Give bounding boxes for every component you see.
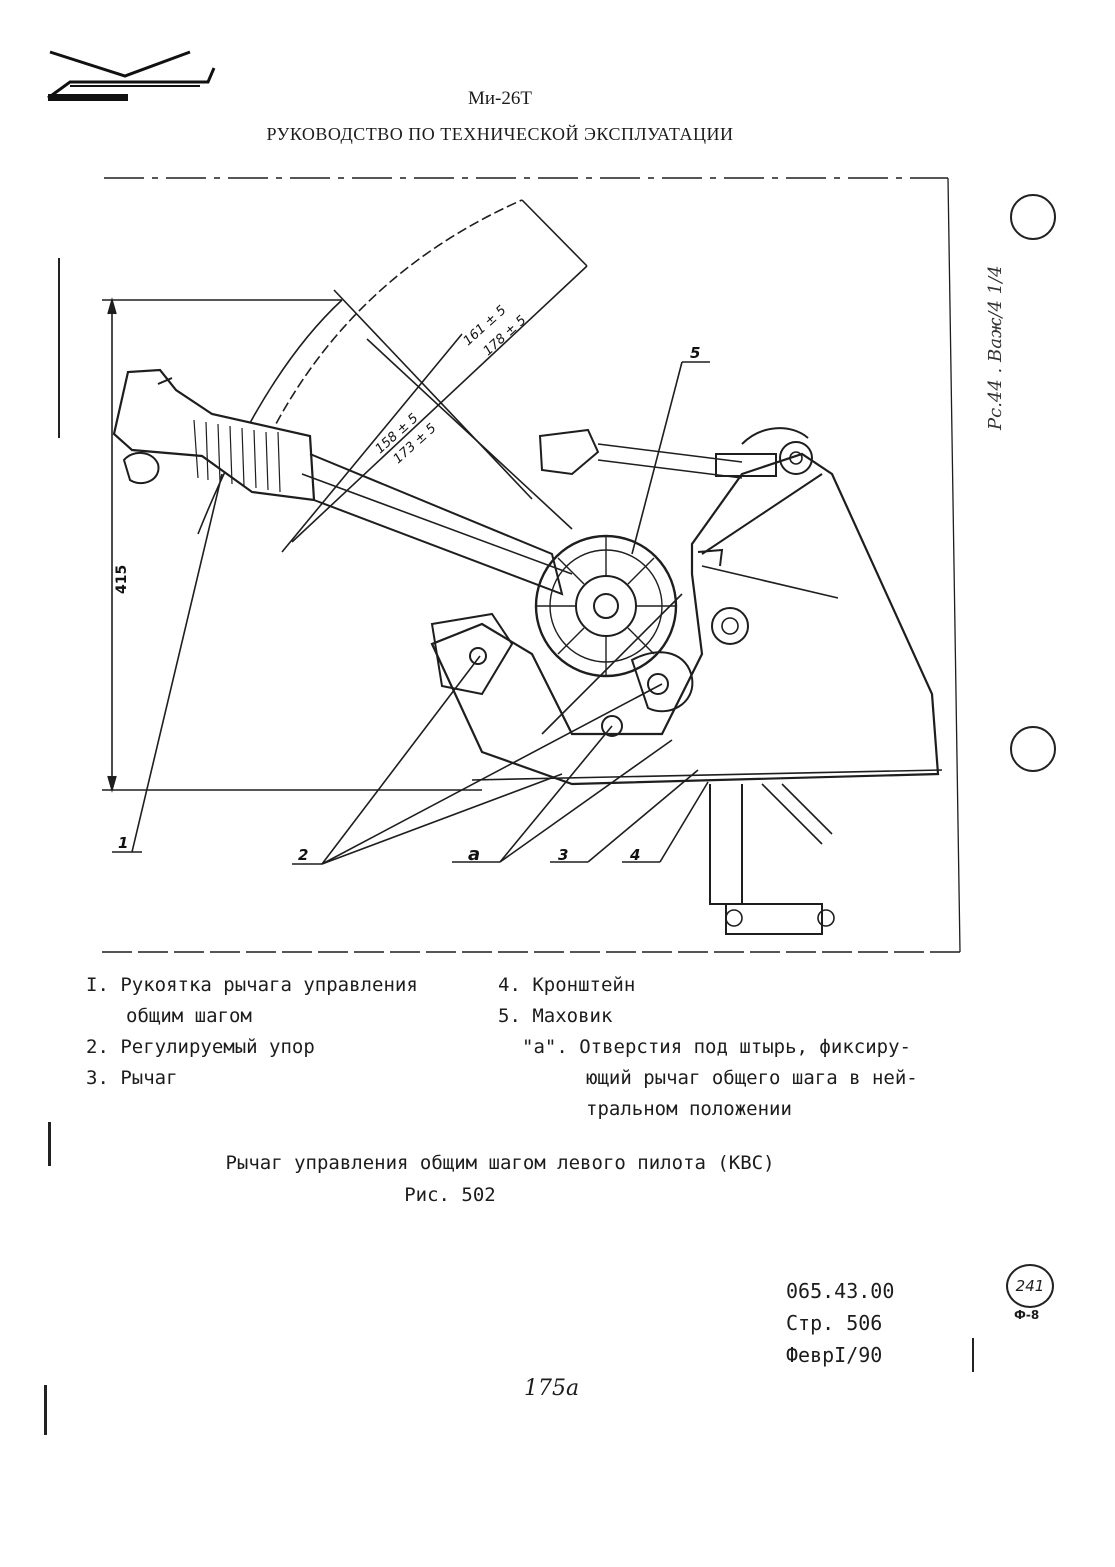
- figure-title: Рычаг управления общим шагом левого пило…: [225, 1152, 775, 1174]
- legend-item-1: I. Рукоятка рычага управления: [86, 974, 418, 996]
- margin-mark: [48, 1122, 51, 1166]
- aircraft-model: Ми-26Т: [468, 88, 532, 109]
- legend-item-5: 5. Маховик: [498, 1005, 613, 1027]
- callout-5: 5: [690, 344, 700, 362]
- margin-mark: [44, 1385, 47, 1435]
- margin-mark: [972, 1338, 974, 1372]
- figure-number: Рис. 502: [404, 1184, 496, 1206]
- binder-hole-bottom-icon: [1010, 726, 1056, 772]
- section-code: 065.43.00: [786, 1279, 895, 1303]
- binder-hole-top-icon: [1010, 194, 1056, 240]
- legend-left: I. Рукоятка рычага управления общим шаго…: [86, 970, 418, 1094]
- callout-4: 4: [629, 846, 640, 864]
- margin-note: Рс.44 . Важ/4 1/4: [985, 265, 1006, 430]
- manufacturer-logo-icon: [47, 50, 216, 101]
- legend-item-4: 4. Кронштейн: [498, 974, 636, 996]
- legend-item-a: "а". Отверстия под штырь, фиксиру-: [522, 1036, 911, 1058]
- legend-right: 4. Кронштейн 5. Маховик "а". Отверстия п…: [498, 970, 918, 1125]
- callout-2: 2: [298, 846, 308, 864]
- legend-item-3: 3. Рычаг: [86, 1067, 178, 1089]
- margin-mark: [58, 258, 60, 438]
- sheet-stamp: 241: [1006, 1264, 1054, 1308]
- collective-lever-drawing: 415 161 ± 5 178 ± 5 158 ± 5 173 ± 5 1 2 …: [102, 177, 961, 953]
- legend-item-2: 2. Регулируемый упор: [86, 1036, 315, 1058]
- callout-1: 1: [118, 834, 128, 852]
- legend-item-1-cont: общим шагом: [126, 1005, 252, 1027]
- page-number: Стр. 506: [786, 1311, 883, 1335]
- callout-3: 3: [558, 846, 568, 864]
- legend-item-a-cont1: ющий рычаг общего шага в ней-: [586, 1067, 918, 1089]
- handwritten-number: 175а: [524, 1376, 580, 1401]
- callout-a: a: [468, 844, 480, 865]
- dimension-415: 415: [114, 565, 130, 594]
- manual-title: РУКОВОДСТВО ПО ТЕХНИЧЕСКОЙ ЭКСПЛУАТАЦИИ: [266, 124, 734, 144]
- stamp-subtext: Ф-8: [1014, 1308, 1040, 1322]
- revision-date: ФеврI/90: [786, 1343, 883, 1367]
- legend-item-a-cont2: тральном положении: [586, 1098, 792, 1120]
